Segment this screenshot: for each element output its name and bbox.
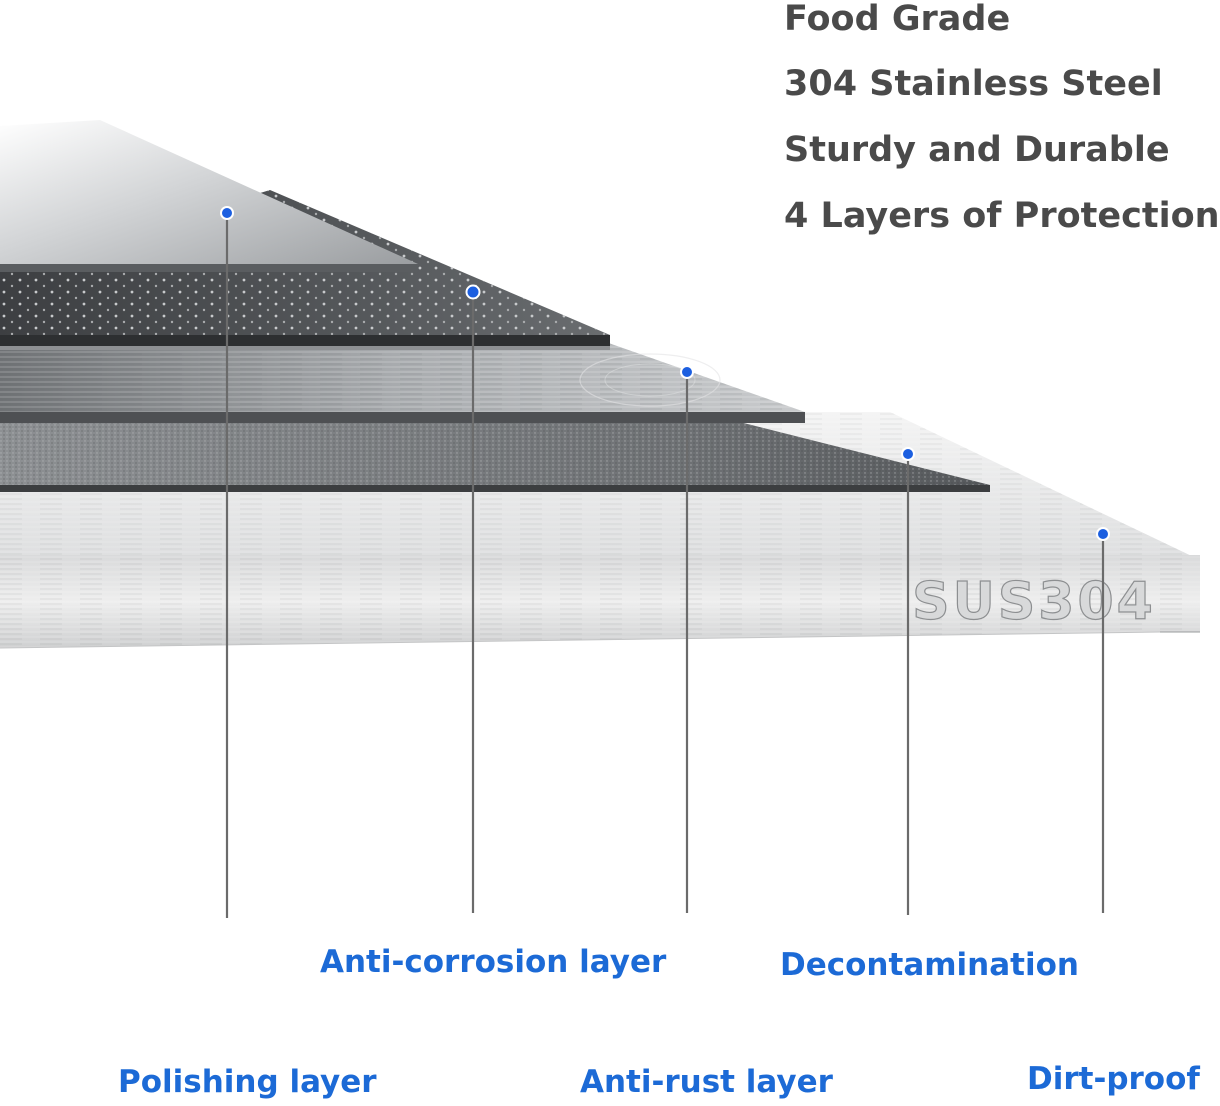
callout-anti-rust: Anti-rust layer <box>580 1064 833 1100</box>
engraving-text: SUS304 <box>912 572 1156 632</box>
decontamination-layer <box>0 412 990 492</box>
headline-line-2: 304 Stainless Steel <box>784 64 1163 104</box>
headline-line-3: Sturdy and Durable <box>784 130 1170 170</box>
headline-line-4: 4 Layers of Protection <box>784 196 1220 236</box>
callout-polishing: Polishing layer <box>118 1064 377 1100</box>
marker-dots <box>220 206 1110 541</box>
marker-dot-polishing <box>220 206 234 220</box>
marker-dot-anti-corrosion <box>465 284 481 300</box>
marker-dot-decontamination <box>901 447 915 461</box>
callout-dirt-proof: Dirt-proof <box>1027 1061 1200 1097</box>
callout-anti-corrosion: Anti-corrosion layer <box>320 944 667 980</box>
leader-lines <box>225 213 1105 918</box>
polishing-layer <box>0 120 418 272</box>
anti-rust-layer <box>0 340 805 423</box>
callout-decontamination: Decontamination <box>780 947 1079 983</box>
headline-line-1: Food Grade <box>784 0 1011 39</box>
marker-dot-dirt-proof <box>1096 527 1110 541</box>
marker-dot-anti-rust <box>680 365 694 379</box>
